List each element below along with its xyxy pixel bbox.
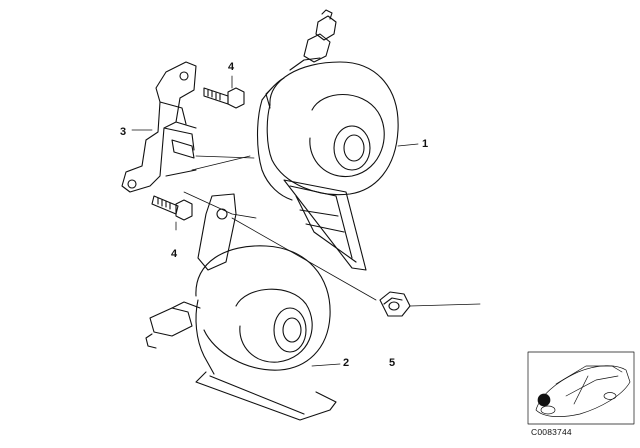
vehicle-locator-thumbnail (527, 351, 635, 425)
callout-horn-low: 2 (343, 357, 350, 369)
leader-lines (131, 75, 481, 367)
callout-bracket: 3 (120, 126, 127, 138)
locator-highlight-dot (537, 393, 551, 407)
horn-high-tone (257, 9, 399, 271)
mounting-bracket (121, 61, 197, 193)
callout-nut: 5 (389, 357, 396, 369)
hex-nut (379, 291, 411, 317)
callout-bolt-lower: 4 (171, 248, 178, 260)
bolt-lower (151, 195, 193, 221)
horn-low-tone (145, 193, 337, 421)
callout-bolt-upper: 4 (228, 61, 235, 73)
reference-code: C0083744 (531, 427, 572, 437)
callout-horn-high: 1 (422, 138, 429, 150)
bolt-upper (203, 87, 245, 109)
